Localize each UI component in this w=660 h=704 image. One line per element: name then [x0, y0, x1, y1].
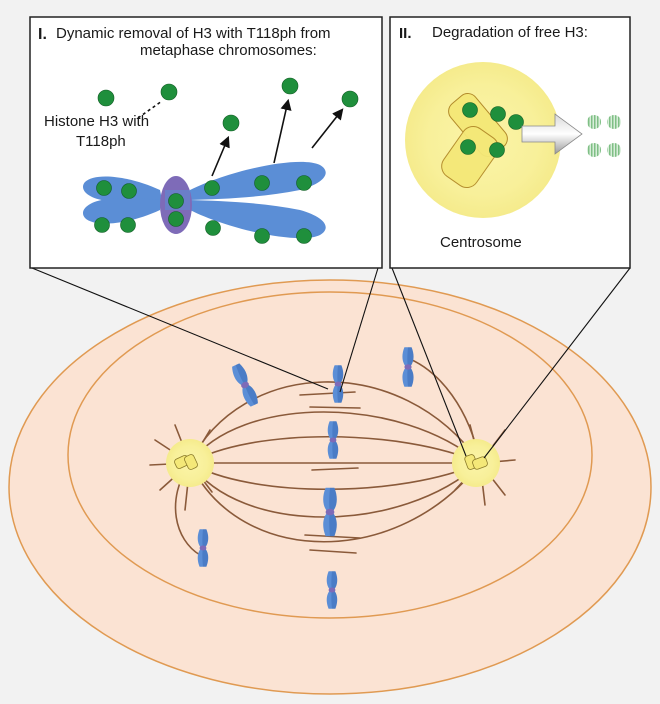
- panel-1-number: I.: [38, 26, 47, 43]
- histone-label-line2: T118ph: [76, 133, 126, 150]
- histone-dot-icon: [281, 77, 299, 95]
- release-arrows: [137, 98, 344, 177]
- histone-dot-icon: [168, 193, 184, 209]
- histone-dot-icon: [94, 217, 110, 233]
- histone-dot-icon: [204, 180, 220, 196]
- histone-dot-icon: [607, 143, 621, 157]
- histone-dot-icon: [96, 180, 112, 196]
- centrosome-label: Centrosome: [440, 234, 522, 251]
- histone-dot-icon: [460, 139, 476, 155]
- histone-dot-icon: [296, 228, 312, 244]
- histone-dot-icon: [254, 175, 270, 191]
- callout-lines: [31, 267, 631, 459]
- histone-dot-icon: [508, 114, 524, 130]
- histone-dot-icon: [97, 89, 115, 107]
- centriole-icon: [464, 454, 488, 470]
- histone-dot-icon: [490, 106, 506, 122]
- panel-1: I. Dynamic removal of H3 with T118ph fro…: [29, 16, 383, 269]
- panel-1-title-line1: Dynamic removal of H3 with T118ph from: [56, 25, 331, 42]
- histone-dot-icon: [587, 143, 601, 157]
- histone-dot-icon: [462, 102, 478, 118]
- panel-2-number: II.: [399, 25, 412, 42]
- histone-dot-icon: [254, 228, 270, 244]
- free-histones: [97, 77, 359, 132]
- panel-1-title-line2: metaphase chromosomes:: [140, 42, 317, 59]
- histone-dot-icon: [341, 90, 359, 108]
- histone-dot-icon: [168, 211, 184, 227]
- centriole-icon: [174, 454, 198, 470]
- degraded-histones: [587, 115, 621, 157]
- histone-dot-icon: [121, 183, 137, 199]
- histone-dot-icon: [607, 115, 621, 129]
- histone-label-line1: Histone H3 with: [44, 113, 149, 130]
- histone-dot-icon: [205, 220, 221, 236]
- panel-2-title: Degradation of free H3:: [432, 24, 588, 41]
- histone-dot-icon: [120, 217, 136, 233]
- histone-dot-icon: [222, 114, 240, 132]
- degradation-arrow-icon: [521, 113, 583, 155]
- histone-dot-icon: [489, 142, 505, 158]
- cell: [8, 279, 652, 695]
- panel-2: II. Degradation of free H3: Centrosome: [389, 16, 631, 269]
- histone-dot-icon: [296, 175, 312, 191]
- left-centrosome: [166, 439, 214, 487]
- bound-histones: [94, 175, 312, 244]
- centrosome-histones: [460, 102, 524, 158]
- histone-dot-icon: [160, 83, 178, 101]
- histone-dot-icon: [587, 115, 601, 129]
